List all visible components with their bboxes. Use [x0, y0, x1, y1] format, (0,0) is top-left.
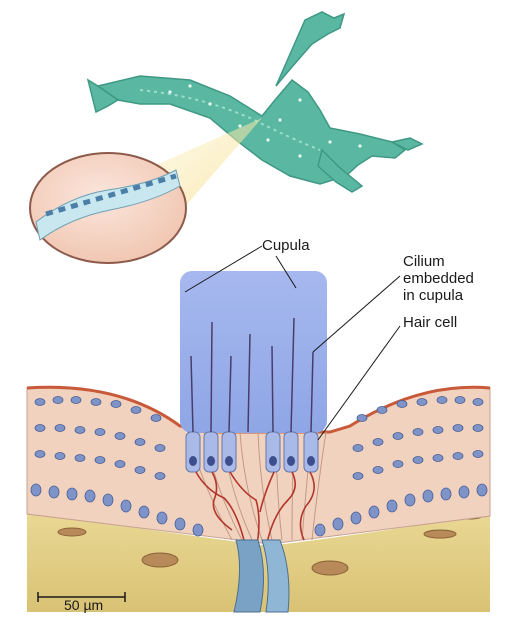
cupula-label: Cupula	[262, 237, 310, 254]
hair-cell-label: Hair cell	[403, 314, 457, 331]
scale-bar-label: 50 µm	[64, 597, 103, 614]
magnified-lateral-line	[30, 153, 186, 263]
cilium-label: Cilium embedded in cupula	[403, 253, 474, 304]
frog-hind-leg-upper	[276, 12, 344, 86]
cupula-shape	[180, 271, 327, 433]
